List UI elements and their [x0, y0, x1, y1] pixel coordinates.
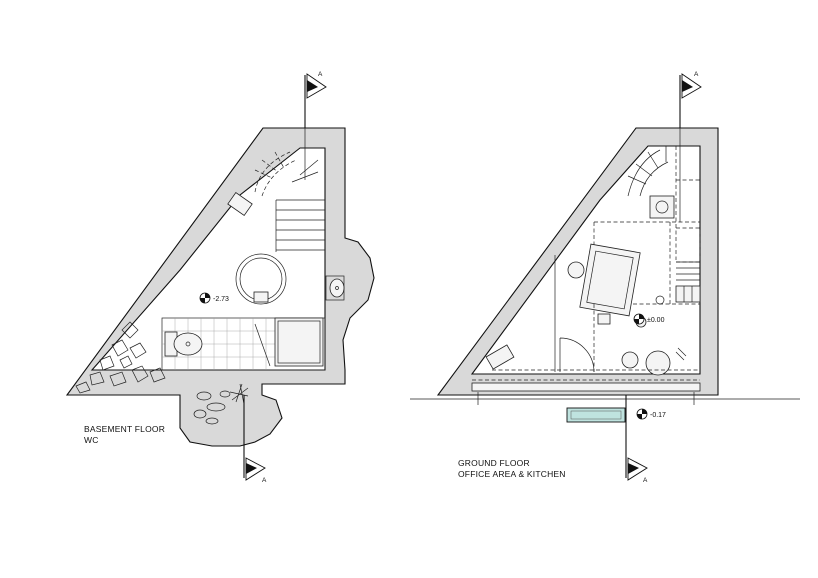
outside-level-text: -0.17 — [650, 412, 666, 419]
basement-walls — [65, 127, 375, 447]
basement-subtitle: WC — [84, 435, 99, 445]
ground-section-bottom-label: A — [643, 477, 648, 484]
basement-title: BASEMENT FLOOR — [84, 424, 165, 434]
outside-level-marker: -0.17 — [636, 408, 666, 420]
basement-stair — [227, 151, 325, 252]
basement-section-top-label: A — [318, 71, 323, 78]
basement-section-line: A A — [243, 71, 327, 484]
ground-section-top-label: A — [694, 71, 699, 78]
ground-level-text: ±0.00 — [647, 317, 665, 324]
ground-floor-plan: ±0.00 -0.17 A A GROUND FLOOR OFFICE AREA… — [410, 71, 800, 484]
basement-level-marker: -2.73 — [199, 292, 229, 304]
dining-table — [567, 243, 647, 328]
entrance-door — [554, 255, 595, 373]
lounge-chair — [485, 344, 515, 370]
exterior-planter — [566, 407, 626, 423]
stone-rubble — [75, 321, 166, 394]
kitchen-counter — [593, 221, 701, 305]
ground-title: GROUND FLOOR — [458, 458, 530, 468]
basement-level-text: -2.73 — [213, 296, 229, 303]
plant-symbol — [229, 383, 249, 405]
basement-floor-plan: -2.73 A A BASEMENT FLOOR WC — [65, 71, 375, 484]
ground-walls — [436, 127, 719, 396]
toilet — [164, 331, 203, 357]
wash-basin — [325, 275, 345, 301]
tiled-floor — [161, 317, 326, 371]
front-glazing — [471, 379, 701, 405]
bistro-table — [621, 347, 687, 376]
ground-stair — [627, 146, 700, 260]
basement-section-bottom-label: A — [262, 477, 267, 484]
round-basin — [235, 253, 287, 305]
ground-section-line: A A — [625, 71, 702, 484]
ground-subtitle: OFFICE AREA & KITCHEN — [458, 469, 566, 479]
stepping-stones — [193, 390, 231, 425]
upper-floor-outline — [492, 304, 700, 372]
ground-level-marker: ±0.00 — [633, 313, 665, 325]
